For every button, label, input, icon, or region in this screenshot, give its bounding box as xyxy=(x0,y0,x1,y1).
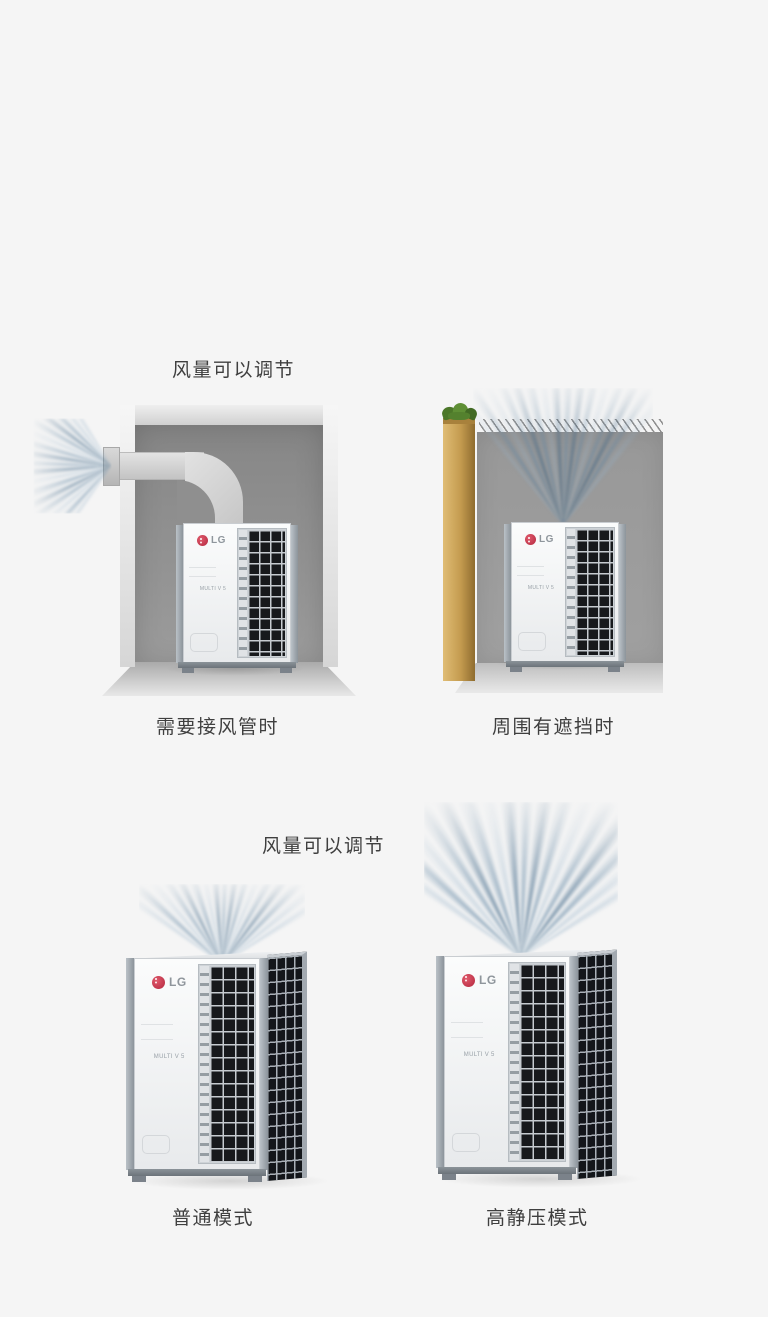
outdoor-unit-front-view: LG MULTI V 5 xyxy=(176,523,298,673)
grille-slat-column xyxy=(238,530,247,656)
wooden-fence xyxy=(443,418,475,681)
unit-grille xyxy=(507,962,566,1162)
model-label: MULTI V 5 xyxy=(527,585,555,592)
lg-logo-text: LG xyxy=(211,535,226,546)
unit-foot xyxy=(608,667,620,672)
horizontal-airflow xyxy=(33,418,112,514)
unit-foot xyxy=(280,668,292,673)
room-top-face xyxy=(120,405,338,425)
unit-foot xyxy=(132,1176,146,1182)
airflow-fan-icon xyxy=(33,418,112,514)
model-label: MULTI V 5 xyxy=(199,586,227,593)
unit-foot xyxy=(182,668,194,673)
unit-grille xyxy=(564,527,615,657)
grille-slat-column xyxy=(509,964,519,1160)
unit-frame-post xyxy=(436,956,444,1168)
unit-side-grille xyxy=(577,949,617,1179)
room-right-wall xyxy=(323,405,338,667)
unit-base xyxy=(178,662,296,668)
unit-foot xyxy=(442,1174,456,1180)
model-label: MULTI V 5 xyxy=(153,1053,185,1060)
outdoor-floor xyxy=(455,663,663,693)
high-static-caption: 高静压模式 xyxy=(486,1208,589,1229)
unit-body: LG MULTI V 5 xyxy=(134,958,260,1170)
unit-frame-post xyxy=(504,524,511,662)
section2-title: 风量可以调节 xyxy=(262,836,386,857)
normal-mode-caption: 普通模式 xyxy=(172,1208,255,1229)
ducted-caption: 需要接风管时 xyxy=(156,717,280,738)
lg-logo-icon xyxy=(197,535,208,546)
unit-foot xyxy=(248,1176,262,1182)
panel-seam xyxy=(140,1024,174,1026)
upward-airflow xyxy=(473,388,653,526)
unit-panel: LG MULTI V 5 xyxy=(445,957,508,1167)
panel-seam xyxy=(450,1022,484,1024)
panel-seam xyxy=(188,576,217,578)
grille-grid xyxy=(519,964,564,1160)
grille-slat-column xyxy=(199,966,209,1162)
lg-logo-icon xyxy=(525,534,536,545)
panel-seam xyxy=(516,565,545,567)
panel-seam xyxy=(450,1036,484,1038)
unit-frame-post xyxy=(291,525,298,663)
room-left-wall xyxy=(120,405,135,667)
unit-frame-post xyxy=(570,956,578,1168)
unit-panel: LG MULTI V 5 xyxy=(512,523,565,661)
obstructed-caption: 周围有遮挡时 xyxy=(492,717,616,738)
unit-front-face: LG MULTI V 5 xyxy=(436,956,578,1180)
obstructed-wall-illustration: LG MULTI V 5 xyxy=(440,385,663,695)
unit-top-face xyxy=(130,952,306,961)
unit-body: LG MULTI V 5 xyxy=(183,523,291,663)
lg-logo: LG xyxy=(197,535,226,546)
unit-front-face: LG MULTI V 5 xyxy=(126,958,268,1182)
unit-grille xyxy=(236,528,287,658)
panel-seam xyxy=(140,1038,174,1040)
unit-grille xyxy=(197,964,256,1164)
lg-logo-text: LG xyxy=(479,973,497,987)
pipe-knockout-panel xyxy=(141,1135,170,1155)
lg-logo-icon xyxy=(152,975,165,989)
unit-side-grille xyxy=(267,951,307,1181)
pipe-knockout-panel xyxy=(189,633,218,653)
grille-grid xyxy=(247,530,285,656)
normal-mode-airflow xyxy=(139,884,305,964)
pipe-knockout-panel xyxy=(451,1133,480,1153)
lg-logo: LG xyxy=(462,973,497,987)
grille-slat-column xyxy=(566,529,575,655)
grass-tuft xyxy=(439,401,481,421)
unit-panel: LG MULTI V 5 xyxy=(184,524,237,662)
panel-seam xyxy=(188,566,217,568)
unit-frame-post xyxy=(619,524,626,662)
grille-grid xyxy=(209,966,254,1162)
unit-foot xyxy=(558,1174,572,1180)
lg-logo-text: LG xyxy=(539,534,554,545)
lg-logo-text: LG xyxy=(169,975,187,989)
unit-frame-post xyxy=(126,958,134,1170)
outdoor-unit-3d-high-static: LG MULTI V 5 xyxy=(436,948,626,1188)
section1-title: 风量可以调节 xyxy=(172,360,296,381)
ducted-room-illustration: LG MULTI V 5 xyxy=(33,405,356,696)
unit-foot xyxy=(510,667,522,672)
model-label: MULTI V 5 xyxy=(463,1051,495,1058)
lg-logo: LG xyxy=(525,534,554,545)
outdoor-unit-3d-normal: LG MULTI V 5 xyxy=(126,950,316,1190)
unit-base xyxy=(128,1169,266,1176)
unit-frame-post xyxy=(260,958,268,1170)
unit-frame-post xyxy=(176,525,183,663)
outdoor-unit-front-view: LG MULTI V 5 xyxy=(504,522,626,672)
unit-panel: LG MULTI V 5 xyxy=(135,959,198,1169)
unit-body: LG MULTI V 5 xyxy=(444,956,570,1168)
grille-grid xyxy=(575,529,613,655)
high-static-airflow xyxy=(424,802,618,958)
unit-base xyxy=(438,1167,576,1174)
unit-base xyxy=(506,661,624,667)
lg-logo: LG xyxy=(152,975,187,989)
unit-body: LG MULTI V 5 xyxy=(511,522,619,662)
unit-top-face xyxy=(440,950,616,959)
lg-logo-icon xyxy=(462,973,475,987)
pipe-knockout-panel xyxy=(517,632,546,652)
panel-seam xyxy=(516,575,545,577)
